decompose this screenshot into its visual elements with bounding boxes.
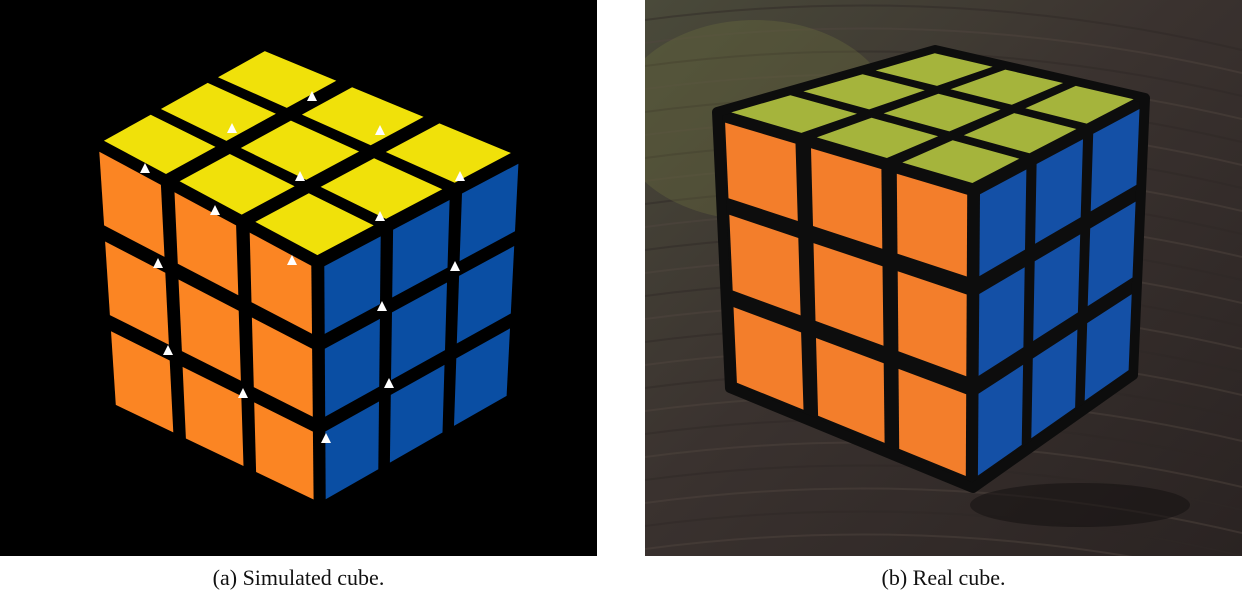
right-face-sticker: [1031, 329, 1078, 439]
corner-marker: [287, 255, 297, 265]
grain-line: [645, 27, 1242, 74]
simulated-cube-drawing: [87, 40, 530, 515]
left-face-sticker: [249, 232, 312, 334]
grain-line: [645, 4, 1242, 51]
right-face-sticker: [1090, 109, 1140, 212]
top-face-sticker: [320, 158, 443, 219]
top-face-sticker: [179, 154, 295, 215]
left-face-sticker: [99, 151, 165, 257]
top-face-sticker: [816, 117, 939, 158]
simulated-cube-image: [0, 0, 597, 556]
corner-marker: [384, 378, 394, 388]
right-face-sticker: [1087, 201, 1136, 307]
right-face-sticker: [459, 163, 519, 262]
right-face-sticker: [324, 318, 380, 417]
top-face-sticker: [103, 114, 216, 174]
corner-marker: [375, 125, 385, 135]
right-face-sticker: [978, 267, 1025, 376]
left-face-sticker: [897, 271, 967, 377]
corner-marker: [163, 345, 173, 355]
caption-real-cube: (b) Real cube.: [881, 565, 1006, 590]
left-face-sticker: [898, 368, 967, 476]
right-face-sticker: [1084, 294, 1132, 401]
top-face-sticker: [1025, 85, 1134, 124]
left-face-sticker: [733, 307, 804, 410]
corner-marker: [210, 205, 220, 215]
top-face-sticker: [883, 93, 1001, 132]
right-face-sticker: [456, 246, 515, 344]
right-face-sticker: [1035, 139, 1083, 244]
left-face-sticker: [178, 279, 241, 381]
right-face-sticker: [1033, 234, 1081, 341]
corner-marker: [153, 258, 163, 268]
top-face-sticker: [218, 51, 337, 108]
top-face-sticker: [902, 140, 1020, 183]
corner-marker: [450, 261, 460, 271]
top-face-sticker: [731, 95, 857, 133]
left-face-sticker: [729, 214, 801, 316]
right-face-sticker: [392, 200, 450, 298]
top-face-sticker: [240, 120, 360, 180]
cube-shadow: [970, 483, 1190, 527]
right-face-sticker: [454, 328, 510, 426]
top-face-sticker: [803, 74, 925, 110]
left-face-sticker: [182, 366, 244, 466]
real-cube-photo: [645, 0, 1242, 556]
right-face-sticker: [389, 364, 445, 463]
top-face-sticker: [255, 193, 374, 256]
corner-marker: [321, 433, 331, 443]
grain-line: [645, 510, 1242, 556]
left-face-sticker: [813, 243, 884, 346]
real-cube: [712, 45, 1150, 493]
corner-marker: [140, 163, 150, 173]
left-face-sticker: [105, 241, 169, 345]
right-face-sticker: [325, 401, 379, 500]
left-face-sticker: [811, 148, 883, 249]
corner-marker: [455, 171, 465, 181]
corner-marker: [238, 388, 248, 398]
corner-marker: [307, 91, 317, 101]
right-face-sticker: [391, 282, 447, 381]
real-cube-drawing: [645, 0, 1242, 556]
top-face-sticker: [160, 82, 276, 141]
corner-marker: [375, 211, 385, 221]
left-face-sticker: [251, 317, 313, 417]
top-face-sticker: [301, 87, 424, 146]
caption-simulated-cube: (a) Simulated cube.: [212, 565, 385, 590]
top-face-sticker: [385, 123, 511, 183]
left-face-sticker: [725, 122, 798, 221]
right-face-sticker: [979, 169, 1027, 277]
grain-line: [645, 533, 1133, 556]
corner-marker: [295, 171, 305, 181]
left-face-sticker: [254, 402, 314, 500]
right-face-sticker: [977, 364, 1024, 476]
left-face-sticker: [111, 331, 174, 433]
simulated-cube: [87, 40, 530, 515]
corner-marker: [227, 123, 237, 133]
left-face-sticker: [896, 173, 968, 277]
left-face-sticker: [174, 192, 239, 296]
top-face-sticker: [875, 53, 993, 86]
top-face-sticker: [950, 69, 1064, 105]
top-face-sticker: [963, 113, 1077, 154]
left-face-sticker: [816, 338, 885, 443]
corner-marker: [377, 301, 387, 311]
right-face-sticker: [324, 236, 381, 334]
